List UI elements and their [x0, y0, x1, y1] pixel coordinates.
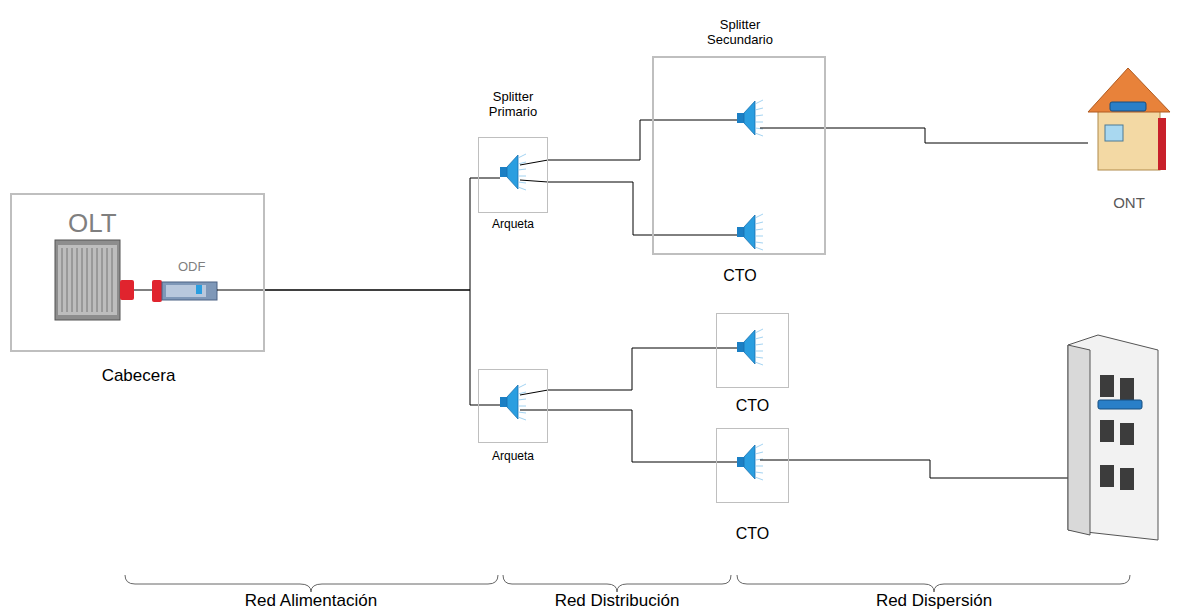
- section-label: Red Dispersión: [876, 591, 992, 611]
- headend-box: Cabecera: [10, 193, 265, 352]
- cto-box: Splitter SecundarioCTO: [652, 56, 826, 255]
- odf-panel: [134, 280, 217, 302]
- node-label: ONT: [1057, 194, 1180, 211]
- manhole-box: Arqueta: [478, 369, 548, 443]
- node-label: CTO: [686, 397, 819, 415]
- ont-node: ONT: [1088, 66, 1172, 174]
- manhole-box: Splitter PrimarioArqueta: [478, 137, 548, 213]
- fiber-connector: [265, 178, 478, 290]
- house-icon: [1088, 68, 1170, 170]
- building-icon: [1068, 335, 1158, 540]
- cto-box: CTO: [716, 313, 789, 388]
- section-label: Red Alimentación: [245, 591, 377, 611]
- section-bracket: [125, 575, 1130, 592]
- splitter-symbol: [737, 329, 763, 365]
- fiber-connector: [548, 410, 716, 462]
- node-heading: Splitter Primario: [473, 90, 553, 120]
- cto-box: CTO: [716, 428, 789, 503]
- fiber-connector: [548, 348, 716, 390]
- section-label: Red Distribución: [555, 591, 680, 611]
- splitter-symbol: [500, 154, 526, 190]
- splitter-symbol: [500, 384, 526, 420]
- olt-chassis: [55, 240, 134, 320]
- fiber-wire: [478, 120, 1118, 478]
- fiber-connector: [265, 290, 478, 405]
- node-label: Cabecera: [0, 366, 296, 386]
- fiber-connector: [548, 182, 652, 235]
- splitter-symbol: [737, 100, 763, 136]
- splitter-symbol: [737, 214, 763, 250]
- node-label: CTO: [623, 267, 857, 285]
- fiber-connector: [826, 128, 1088, 143]
- node-heading: Splitter Secundario: [695, 18, 785, 48]
- node-label: CTO: [686, 525, 819, 543]
- equipment-label: OLT: [68, 208, 117, 239]
- fiber-connector: [548, 120, 652, 160]
- splitter-symbol: [737, 444, 763, 480]
- node-label: Arqueta: [448, 218, 578, 232]
- equipment-label: ODF: [178, 259, 205, 274]
- node-label: Arqueta: [448, 450, 578, 464]
- fiber-wire: [217, 290, 265, 291]
